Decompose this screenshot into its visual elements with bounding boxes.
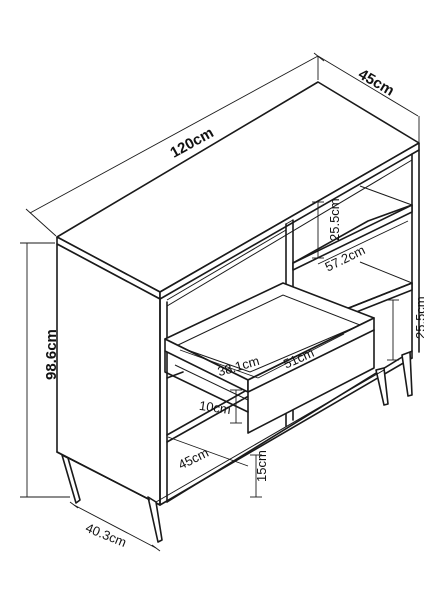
- shelf-lower-height-label: 25.5cm: [413, 296, 424, 339]
- leg-front-left: [61, 454, 81, 504]
- leg-front-center: [147, 496, 163, 543]
- depth-top-label: 45cm: [355, 66, 397, 100]
- drawer-front[interactable]: [247, 317, 375, 434]
- cabinet-top: [56, 81, 420, 293]
- drawer-height-label: 10cm: [198, 398, 232, 417]
- leg-height-label: 15cm: [254, 450, 269, 482]
- shelf-upper-height-label: 25.5cm: [327, 198, 342, 241]
- leg-back-right: [401, 351, 413, 397]
- leg-back-center: [375, 367, 389, 406]
- inner-depth-label: 45cm: [176, 445, 211, 472]
- upper-shelf: [292, 204, 413, 271]
- height-label: 98.6cm: [43, 329, 60, 380]
- side-depth-label: 40.3cm: [83, 520, 128, 550]
